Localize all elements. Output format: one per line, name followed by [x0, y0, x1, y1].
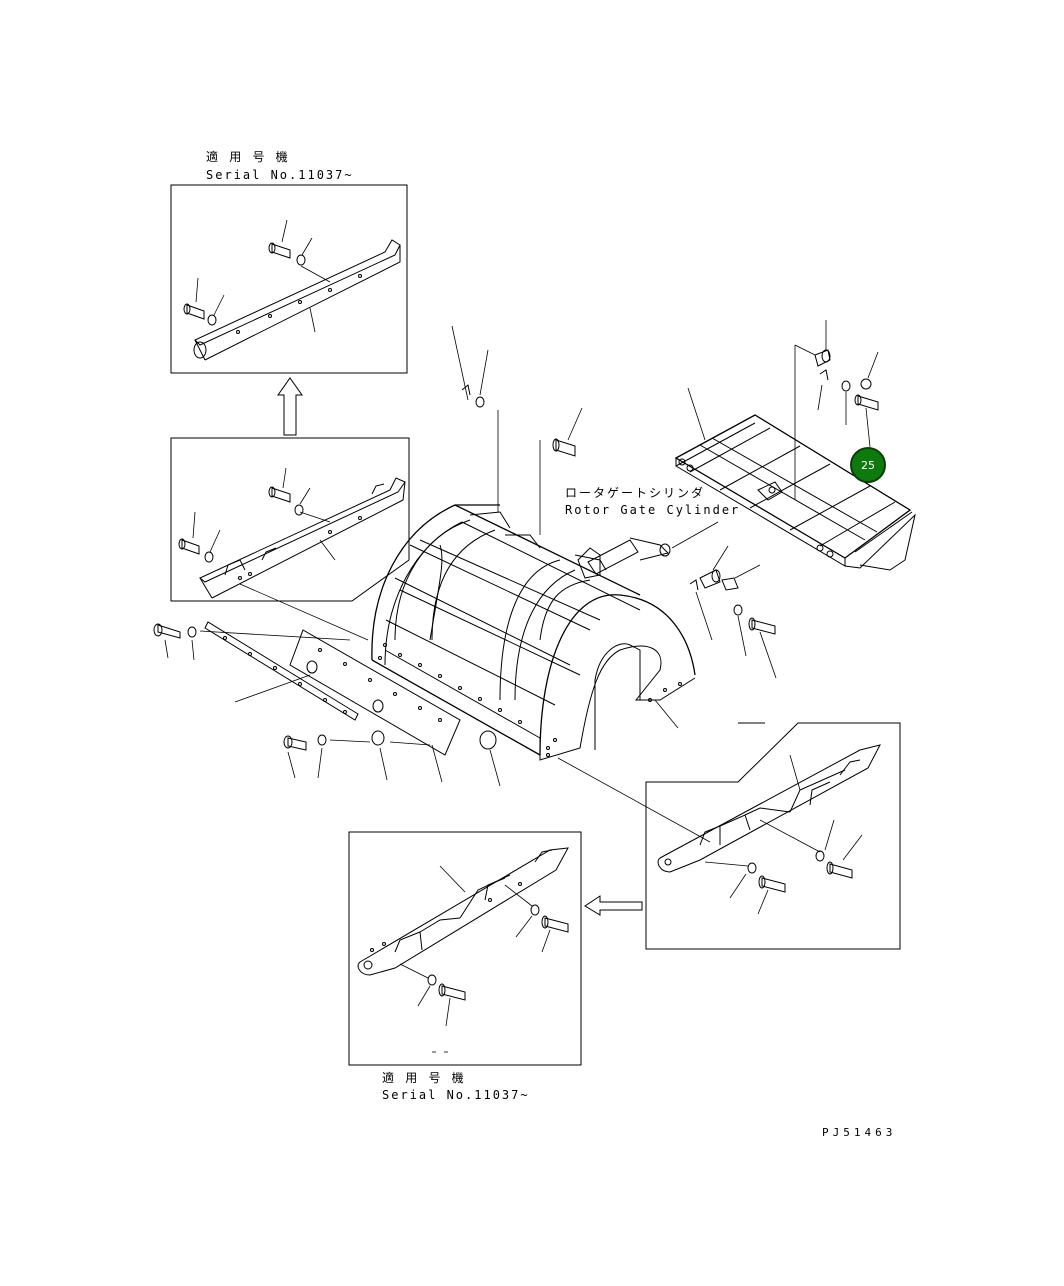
- bolt-strip-left: [153, 621, 501, 787]
- cylinder-pins: [689, 545, 777, 679]
- inset-bottom: [348, 831, 582, 1066]
- rotor-gate-cylinder-jp-label: ロータゲートシリンダ: [565, 486, 706, 500]
- drum-top-leaders: [451, 325, 583, 535]
- left-arrow-icon: [584, 895, 643, 916]
- gate-frame: [674, 320, 916, 571]
- top-serial-label: Serial No.11037~: [206, 168, 354, 182]
- callout-number: 25: [861, 458, 875, 472]
- inset-middle-left: [170, 437, 410, 602]
- part-callout-25[interactable]: 25: [850, 447, 886, 483]
- rotor-gate-cylinder: [587, 521, 719, 575]
- up-arrow-icon: [277, 377, 303, 436]
- bottom-serial-label: Serial No.11037~: [382, 1088, 530, 1102]
- drawing-code-label: PJ51463: [822, 1126, 897, 1139]
- top-applicable-jp-label: 適 用 号 機: [206, 150, 290, 164]
- inset-top-left: [170, 184, 408, 374]
- rotor-gate-cylinder-en-label: Rotor Gate Cylinder: [565, 503, 741, 517]
- bottom-applicable-jp-label: 適 用 号 機: [382, 1071, 466, 1085]
- rotor-cover: [371, 504, 696, 761]
- inset-right: [645, 722, 901, 950]
